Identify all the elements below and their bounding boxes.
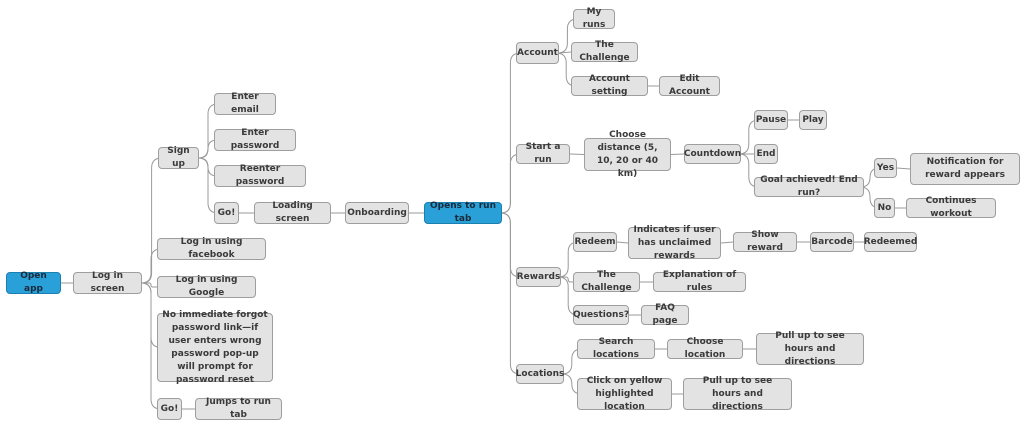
node-jumps-to-run-tab[interactable]: Jumps to run tab <box>195 397 282 420</box>
node-pull-up-hours-1[interactable]: Pull up to see hours and directions <box>756 331 864 367</box>
node-click-yellow-location[interactable]: Click on yellow highlighted location <box>577 376 672 412</box>
edge-log_in_screen-login_google <box>142 282 157 288</box>
node-redeem[interactable]: Redeem <box>573 232 617 252</box>
edge-yes-notification_reward <box>896 167 911 170</box>
node-locations[interactable]: Locations <box>516 364 564 384</box>
node-enter-email[interactable]: Enter email <box>214 92 276 115</box>
edge-choose_distance-countdown <box>670 153 685 155</box>
node-sign-up[interactable]: Sign up <box>158 146 199 169</box>
node-loading-screen[interactable]: Loading screen <box>254 201 331 224</box>
edge-log_in_screen-go_login <box>140 282 162 410</box>
node-edit-account[interactable]: Edit Account <box>659 74 720 97</box>
node-log-in-google[interactable]: Log in using Google <box>157 275 256 298</box>
node-start-a-run[interactable]: Start a run <box>516 142 570 165</box>
node-continues-workout[interactable]: Continues workout <box>906 196 996 219</box>
node-goal-achieved[interactable]: Goal achieved! End run? <box>754 175 864 198</box>
node-countdown[interactable]: Countdown <box>684 144 741 164</box>
node-questions[interactable]: Questions? <box>573 305 629 325</box>
node-open-app[interactable]: Open app <box>6 271 61 294</box>
node-the-challenge-rewards[interactable]: The Challenge <box>573 270 640 293</box>
edge-log_in_screen-login_facebook <box>140 248 162 284</box>
node-account-setting[interactable]: Account setting <box>571 74 648 97</box>
node-onboarding[interactable]: Onboarding <box>345 202 409 224</box>
node-notification-reward[interactable]: Notification for reward appears <box>910 153 1020 185</box>
node-yes[interactable]: Yes <box>874 158 897 178</box>
edge-sign_up-go_signup <box>197 157 219 214</box>
node-show-reward[interactable]: Show reward <box>733 230 797 253</box>
node-faq-page[interactable]: FAQ page <box>641 303 689 326</box>
node-enter-password[interactable]: Enter password <box>214 128 296 151</box>
node-go-signup[interactable]: Go! <box>214 202 239 224</box>
node-pause[interactable]: Pause <box>754 110 788 130</box>
edge-account-the_challenge_account <box>558 51 572 54</box>
node-indicates-unclaimed[interactable]: Indicates if user has unclaimed rewards <box>628 225 721 261</box>
node-search-locations[interactable]: Search locations <box>577 337 655 360</box>
node-rewards[interactable]: Rewards <box>516 267 561 287</box>
node-go-login[interactable]: Go! <box>157 398 182 420</box>
node-log-in-screen[interactable]: Log in screen <box>73 271 142 294</box>
node-the-challenge-account[interactable]: The Challenge <box>571 40 638 63</box>
node-log-in-facebook[interactable]: Log in using facebook <box>157 237 266 260</box>
node-redeemed[interactable]: Redeemed <box>864 232 917 252</box>
node-reenter-password[interactable]: Reenter password <box>214 164 306 187</box>
edge-redeem-indicates_unclaimed <box>616 241 629 244</box>
node-choose-distance[interactable]: Choose distance (5, 10, 20 or 40 km) <box>584 130 671 179</box>
node-explanation-of-rules[interactable]: Explanation of rules <box>653 270 746 293</box>
node-account[interactable]: Account <box>516 42 559 64</box>
node-no-forgot-password[interactable]: No immediate forgot password link—if use… <box>157 310 273 385</box>
edge-sign_up-enter_password <box>198 139 218 159</box>
node-play[interactable]: Play <box>799 110 827 130</box>
edge-rewards-the_challenge_rewards <box>561 276 573 283</box>
node-opens-to-run-tab[interactable]: Opens to run tab <box>424 201 502 224</box>
edge-opens_to_run_tab-locations <box>500 212 521 375</box>
node-no[interactable]: No <box>874 198 895 218</box>
node-pull-up-hours-2[interactable]: Pull up to see hours and directions <box>683 376 792 412</box>
edge-start_a_run-choose_distance <box>569 153 585 155</box>
node-end[interactable]: End <box>754 144 778 164</box>
node-choose-location[interactable]: Choose location <box>667 337 743 360</box>
node-barcode[interactable]: Barcode <box>810 232 854 252</box>
edge-indicates_unclaimed-show_reward <box>720 241 734 244</box>
node-my-runs[interactable]: My runs <box>573 7 615 30</box>
edge-log_in_screen-sign_up <box>141 157 162 284</box>
